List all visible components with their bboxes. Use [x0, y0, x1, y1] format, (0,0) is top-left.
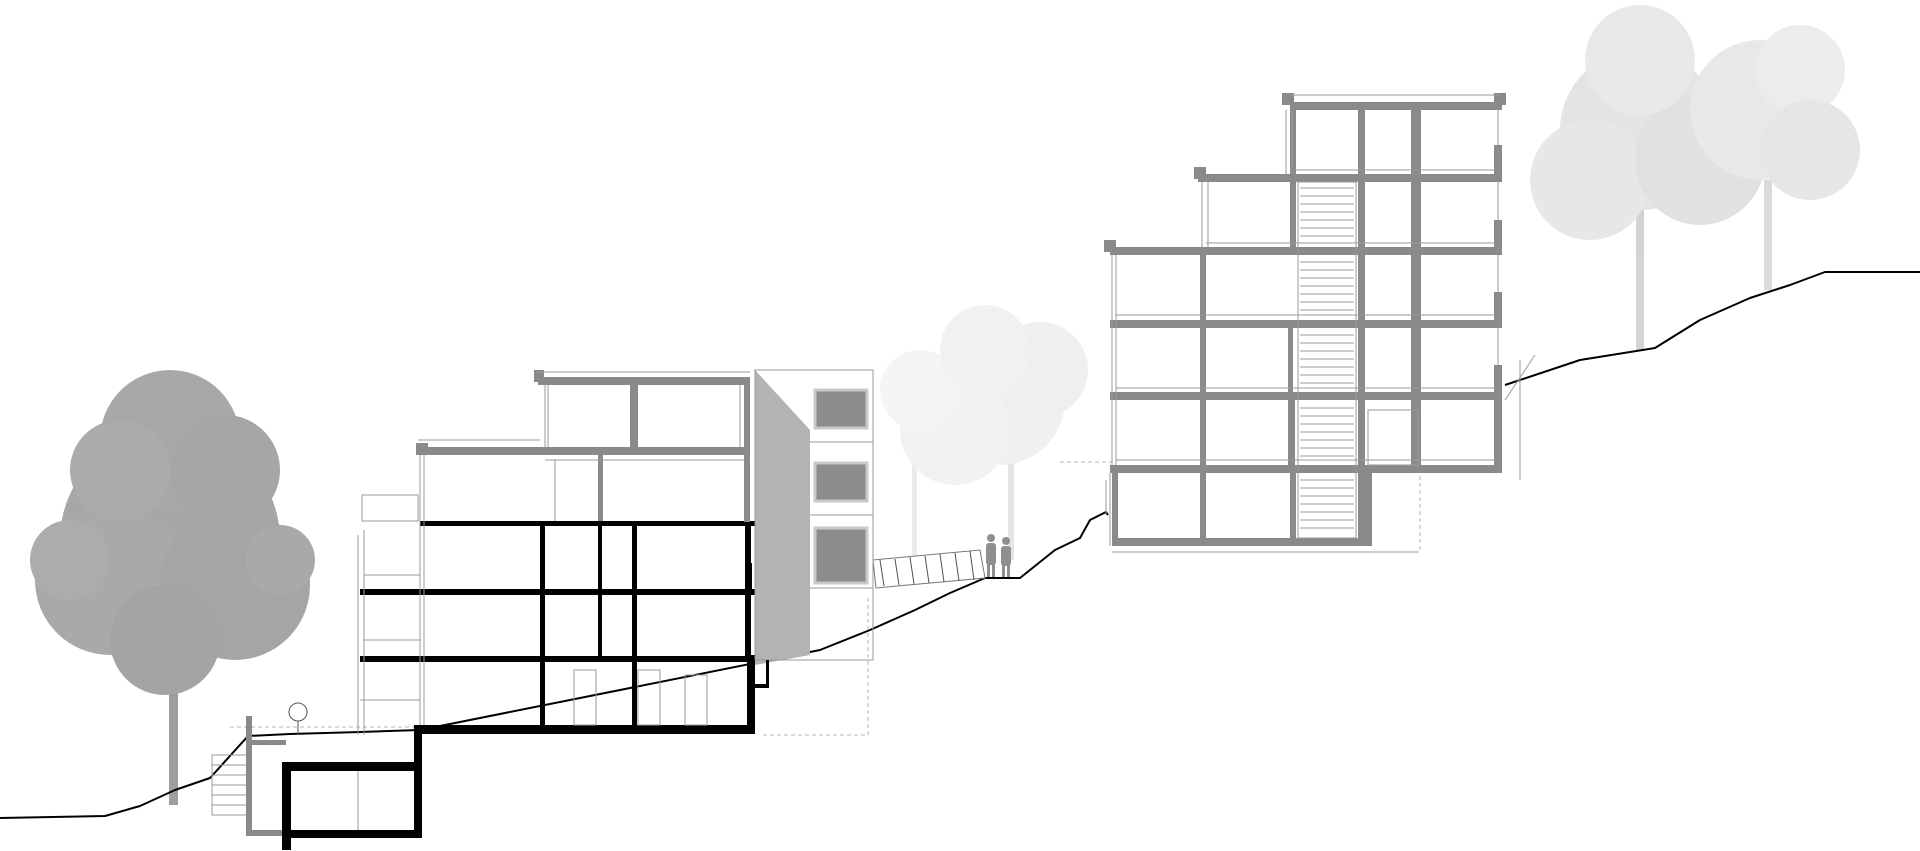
- foreground-tree-left: [30, 370, 315, 805]
- ramp-railing: [872, 549, 986, 589]
- lower-building-section: [211, 369, 874, 850]
- background-tree-middle: [880, 305, 1088, 560]
- background-trees-right: [1530, 5, 1860, 350]
- upper-building-section: [1104, 93, 1506, 553]
- upper-ground-line: [1504, 271, 1920, 386]
- sloped-ground-line: [0, 511, 1109, 819]
- two-pedestrians: [986, 534, 1011, 577]
